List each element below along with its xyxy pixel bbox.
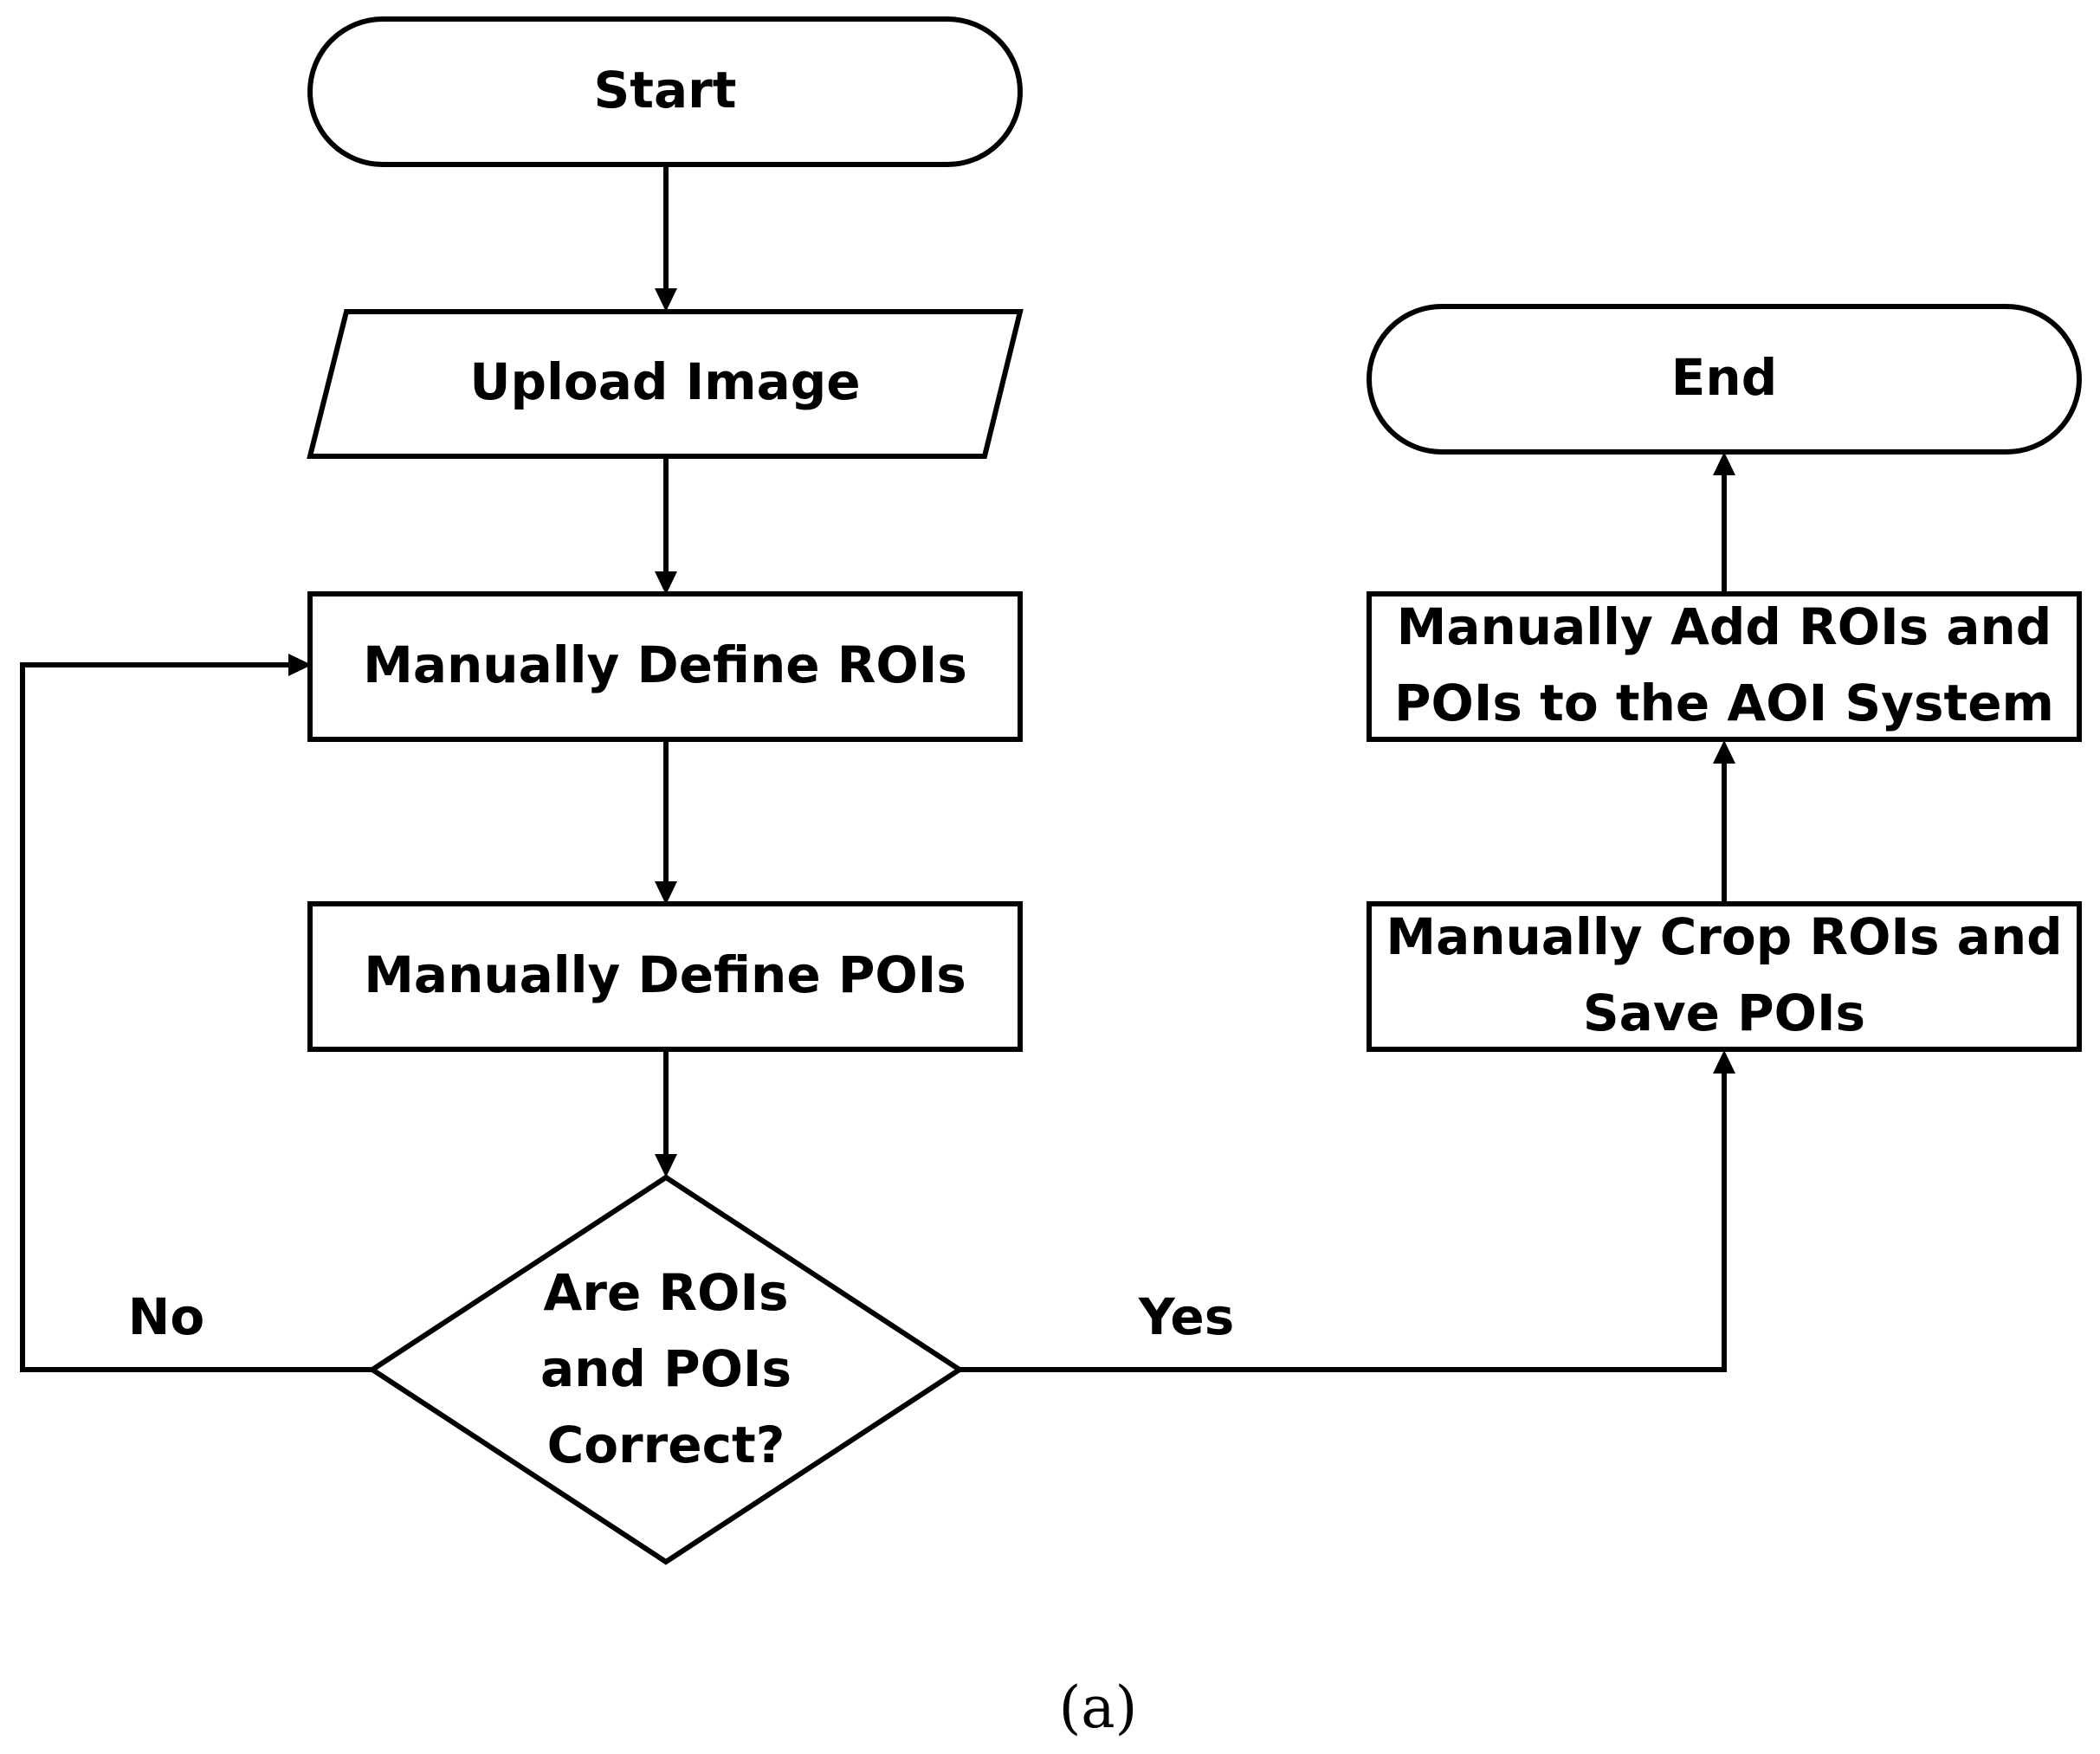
end-label: End — [1671, 348, 1777, 407]
start-label: Start — [594, 61, 737, 119]
add-node: Manually Add ROIs and POIs to the AOI Sy… — [1367, 591, 2082, 742]
end-terminator: End — [1367, 304, 2082, 455]
decision-label-line-1: Are ROIs — [543, 1263, 788, 1322]
arrowhead-crop-icon — [1713, 1050, 1735, 1074]
decision-shape — [367, 1174, 965, 1565]
add-label-line-1: Manually Add ROIs and — [1397, 597, 2052, 656]
no-edge-label: No — [128, 1287, 204, 1346]
define-rois-label: Manually Define ROIs — [363, 635, 967, 694]
define-pois-label: Manually Define POIs — [364, 945, 966, 1004]
define-pois-shape — [307, 901, 1023, 1052]
arrowhead-end-icon — [1713, 452, 1735, 475]
crop-label-line-1: Manually Crop ROIs and — [1386, 907, 2062, 966]
crop-node: Manually Crop ROIs and Save POIs — [1367, 901, 2082, 1052]
crop-shape — [1367, 901, 2082, 1052]
yes-edge-label: Yes — [1138, 1287, 1235, 1346]
define-rois-node: Manually Define ROIs — [307, 591, 1023, 742]
decision-node: Are ROIs and POIs Correct? — [367, 1174, 965, 1565]
arrowhead-define-rois-icon — [655, 571, 677, 595]
connectors — [20, 166, 1735, 1372]
define-rois-shape — [307, 591, 1023, 742]
arrowhead-define-pois-icon — [655, 881, 677, 905]
crop-label-line-2: Save POIs — [1583, 983, 1865, 1042]
arrowhead-upload-icon — [655, 288, 677, 312]
upload-image-label: Upload Image — [469, 352, 860, 411]
add-label-line-2: POIs to the AOI System — [1394, 674, 2054, 732]
arrow-yes-path — [960, 1072, 1727, 1372]
arrowhead-decision-icon — [655, 1154, 677, 1177]
start-shape — [307, 16, 1023, 167]
figure-caption: (a) — [1059, 1674, 1138, 1741]
arrow-no-loop — [20, 662, 372, 1372]
decision-label-line-3: Correct? — [547, 1415, 785, 1474]
add-shape — [1367, 591, 2082, 742]
start-terminator: Start — [307, 16, 1023, 167]
upload-image-shape — [307, 309, 1024, 459]
upload-image-node: Upload Image — [307, 309, 1024, 459]
arrowhead-add-icon — [1713, 740, 1735, 764]
arrowhead-no-loop-icon — [288, 654, 312, 676]
define-pois-node: Manually Define POIs — [307, 901, 1023, 1052]
end-shape — [1367, 304, 2082, 455]
decision-label-line-2: and POIs — [540, 1339, 792, 1398]
